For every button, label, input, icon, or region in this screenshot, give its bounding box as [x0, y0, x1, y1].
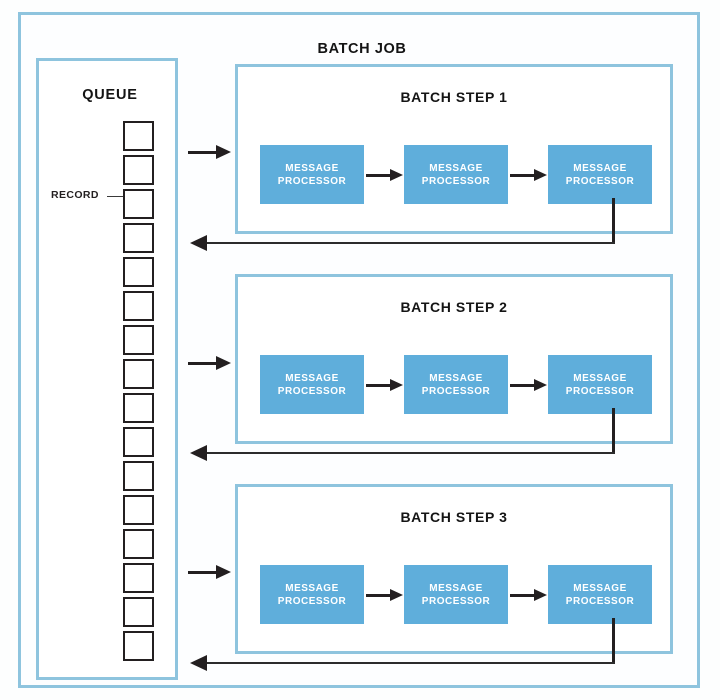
processor-line2: PROCESSOR: [421, 175, 491, 187]
arrow-shaft: [366, 383, 392, 387]
record-box[interactable]: [123, 631, 154, 661]
arrow-head: [190, 655, 207, 671]
batch-step-3-processor-row: MESSAGE PROCESSOR MESSAGE PROCESSOR MESS…: [260, 565, 652, 624]
record-box[interactable]: [123, 359, 154, 389]
processor-line1: MESSAGE: [573, 372, 627, 384]
record-box[interactable]: [123, 189, 154, 219]
record-box[interactable]: [123, 529, 154, 559]
arrow-shaft: [366, 173, 392, 177]
arrow-shaft: [188, 571, 218, 574]
record-box[interactable]: [123, 257, 154, 287]
message-processor-2-1[interactable]: MESSAGE PROCESSOR: [260, 355, 364, 414]
arrow-head: [190, 445, 207, 461]
message-processor-2-2[interactable]: MESSAGE PROCESSOR: [404, 355, 508, 414]
batch-step-2-title: BATCH STEP 2: [400, 299, 508, 315]
record-box[interactable]: [123, 121, 154, 151]
queue-to-step-3-arrow-icon: [188, 565, 232, 579]
processor-line2: PROCESSOR: [421, 595, 491, 607]
arrow-head: [390, 588, 403, 601]
processor-line2: PROCESSOR: [421, 385, 491, 397]
return-run-segment: [205, 452, 615, 454]
message-processor-1-2[interactable]: MESSAGE PROCESSOR: [404, 145, 508, 204]
arrow-shaft: [366, 593, 392, 597]
processor-line2: PROCESSOR: [565, 595, 635, 607]
message-processor-3-3[interactable]: MESSAGE PROCESSOR: [548, 565, 652, 624]
processor-line1: MESSAGE: [285, 372, 339, 384]
flow-arrow-icon: [364, 168, 404, 181]
processor-line1: MESSAGE: [573, 162, 627, 174]
arrow-head: [216, 565, 231, 579]
queue-title: QUEUE: [82, 87, 138, 103]
record-label: RECORD: [51, 189, 99, 201]
arrow-head: [390, 168, 403, 181]
record-box[interactable]: [123, 291, 154, 321]
arrow-head: [390, 378, 403, 391]
record-leader-line: [107, 196, 123, 197]
record-box[interactable]: [123, 325, 154, 355]
arrow-head: [534, 588, 547, 601]
batch-step-2: BATCH STEP 2 MESSAGE PROCESSOR MESSAGE P…: [235, 274, 673, 444]
record-box[interactable]: [123, 393, 154, 423]
message-processor-3-2[interactable]: MESSAGE PROCESSOR: [404, 565, 508, 624]
message-processor-3-1[interactable]: MESSAGE PROCESSOR: [260, 565, 364, 624]
return-run-segment: [205, 662, 615, 664]
arrow-shaft: [510, 593, 536, 597]
queue-to-step-2-arrow-icon: [188, 356, 232, 370]
flow-arrow-icon: [508, 168, 548, 181]
flow-arrow-icon: [508, 588, 548, 601]
arrow-head: [190, 235, 207, 251]
processor-line1: MESSAGE: [285, 162, 339, 174]
message-processor-1-3[interactable]: MESSAGE PROCESSOR: [548, 145, 652, 204]
queue-to-step-1-arrow-icon: [188, 145, 232, 159]
arrow-head: [216, 356, 231, 370]
processor-line1: MESSAGE: [573, 582, 627, 594]
arrow-shaft: [510, 173, 536, 177]
record-box[interactable]: [123, 597, 154, 627]
message-processor-1-1[interactable]: MESSAGE PROCESSOR: [260, 145, 364, 204]
flow-arrow-icon: [364, 588, 404, 601]
record-box[interactable]: [123, 563, 154, 593]
step-1-to-queue-return-arrow-icon: [190, 198, 615, 258]
processor-line2: PROCESSOR: [565, 175, 635, 187]
processor-line1: MESSAGE: [429, 372, 483, 384]
batch-step-1-title: BATCH STEP 1: [400, 89, 508, 105]
arrow-shaft: [188, 362, 218, 365]
batch-step-3: BATCH STEP 3 MESSAGE PROCESSOR MESSAGE P…: [235, 484, 673, 654]
arrow-head: [534, 378, 547, 391]
record-box[interactable]: [123, 427, 154, 457]
processor-line1: MESSAGE: [429, 582, 483, 594]
batch-step-1: BATCH STEP 1 MESSAGE PROCESSOR MESSAGE P…: [235, 64, 673, 234]
step-2-to-queue-return-arrow-icon: [190, 408, 615, 468]
processor-line2: PROCESSOR: [277, 175, 347, 187]
batch-step-2-processor-row: MESSAGE PROCESSOR MESSAGE PROCESSOR MESS…: [260, 355, 652, 414]
batch-step-3-title: BATCH STEP 3: [400, 509, 508, 525]
message-processor-2-3[interactable]: MESSAGE PROCESSOR: [548, 355, 652, 414]
flow-arrow-icon: [508, 378, 548, 391]
batch-step-1-processor-row: MESSAGE PROCESSOR MESSAGE PROCESSOR MESS…: [260, 145, 652, 204]
processor-line2: PROCESSOR: [277, 595, 347, 607]
record-box[interactable]: [123, 461, 154, 491]
record-box[interactable]: [123, 223, 154, 253]
queue-panel: QUEUE RECORD: [36, 58, 178, 680]
arrow-shaft: [188, 151, 218, 154]
arrow-shaft: [510, 383, 536, 387]
return-run-segment: [205, 242, 615, 244]
arrow-head: [534, 168, 547, 181]
step-3-to-queue-return-arrow-icon: [190, 618, 615, 678]
processor-line1: MESSAGE: [285, 582, 339, 594]
batch-job-title: BATCH JOB: [317, 41, 407, 57]
processor-line1: MESSAGE: [429, 162, 483, 174]
processor-line2: PROCESSOR: [277, 385, 347, 397]
record-box[interactable]: [123, 155, 154, 185]
return-drop-segment: [612, 408, 615, 454]
return-drop-segment: [612, 198, 615, 244]
flow-arrow-icon: [364, 378, 404, 391]
record-box[interactable]: [123, 495, 154, 525]
return-drop-segment: [612, 618, 615, 664]
record-stack: [123, 121, 157, 665]
arrow-head: [216, 145, 231, 159]
processor-line2: PROCESSOR: [565, 385, 635, 397]
